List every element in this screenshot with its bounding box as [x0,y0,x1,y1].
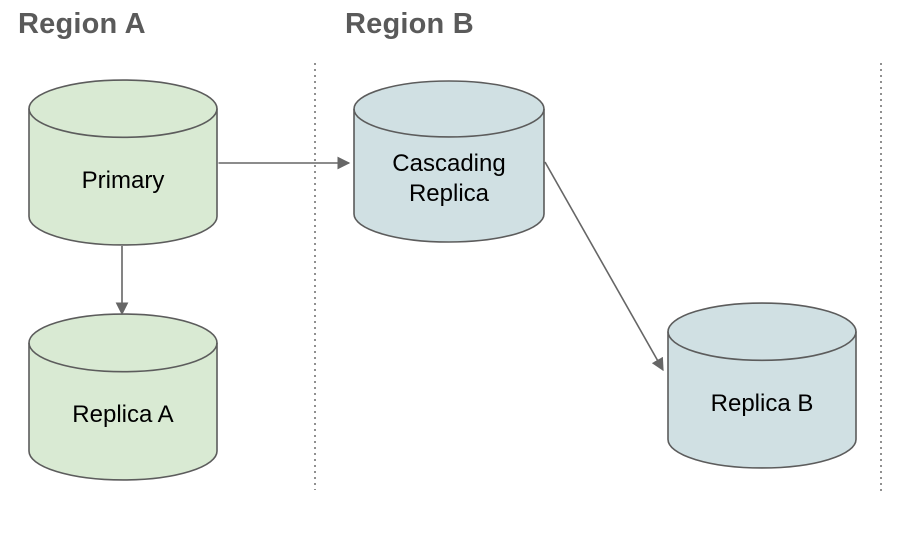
database-cylinder-icon [353,80,545,243]
region-separator-right [880,63,882,495]
edge-cascading-replica-to-replica-b [544,161,664,372]
database-cylinder-icon [28,79,218,246]
node-replica-b: Replica B [667,302,857,469]
node-primary-label: Primary [81,166,165,194]
node-primary: Primary [28,79,218,246]
cylinder-rim [667,331,857,362]
cylinder-shape [28,313,218,481]
node-cascading-replica-label: Cascading Replica [392,150,506,208]
region-a-title: Region A [18,8,146,40]
node-replica-a-label: Replica A [72,401,174,429]
cylinder-rim [28,342,218,373]
cylinder-shape [667,302,857,469]
region-separator-left [314,63,316,490]
node-cascading-replica: Cascading Replica [353,80,545,243]
database-cylinder-icon [667,302,857,469]
cylinder-shape [28,79,218,246]
node-replica-b-label: Replica B [710,389,814,417]
cylinder-rim [353,108,545,138]
node-replica-a: Replica A [28,313,218,481]
cylinder-rim [28,108,218,139]
database-cylinder-icon [28,313,218,481]
region-b-title: Region B [345,8,474,40]
cylinder-shape [353,80,545,243]
